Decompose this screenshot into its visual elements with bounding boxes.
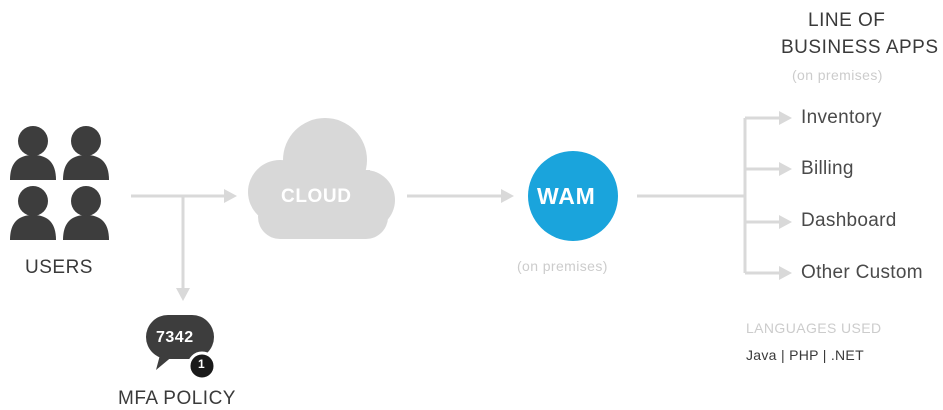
languages-list: Java | PHP | .NET: [746, 347, 864, 363]
mfa-label: MFA POLICY: [118, 388, 236, 409]
users-icon: [10, 126, 109, 240]
person-icon: [63, 126, 109, 180]
wam-sublabel: (on premises): [517, 258, 608, 274]
wam-label: WAM: [537, 183, 596, 209]
lob-sublabel: (on premises): [792, 67, 883, 83]
arrow-wam-to-apps: [637, 111, 792, 280]
lob-title-line1: LINE OF: [808, 10, 886, 31]
mfa-badge: [187, 351, 217, 381]
arrow-users-to-cloud: [131, 189, 237, 203]
person-icon: [63, 186, 109, 240]
app-dashboard: Dashboard: [801, 210, 897, 231]
mfa-badge-number: 1: [198, 357, 205, 371]
languages-heading: LANGUAGES USED: [746, 320, 882, 336]
lob-title-line2: BUSINESS APPS: [781, 37, 939, 58]
cloud-label: CLOUD: [281, 186, 352, 207]
arrow-to-mfa: [176, 196, 190, 301]
chat-bubble-icon: [146, 315, 217, 381]
users-label: USERS: [25, 257, 93, 278]
app-inventory: Inventory: [801, 107, 882, 128]
person-icon: [10, 186, 56, 240]
app-other-custom: Other Custom: [801, 262, 923, 283]
arrow-cloud-to-wam: [407, 189, 514, 203]
wam-node: [528, 151, 618, 241]
app-billing: Billing: [801, 158, 854, 179]
mfa-code: 7342: [156, 329, 194, 346]
person-icon: [10, 126, 56, 180]
cloud-icon: [248, 118, 395, 239]
